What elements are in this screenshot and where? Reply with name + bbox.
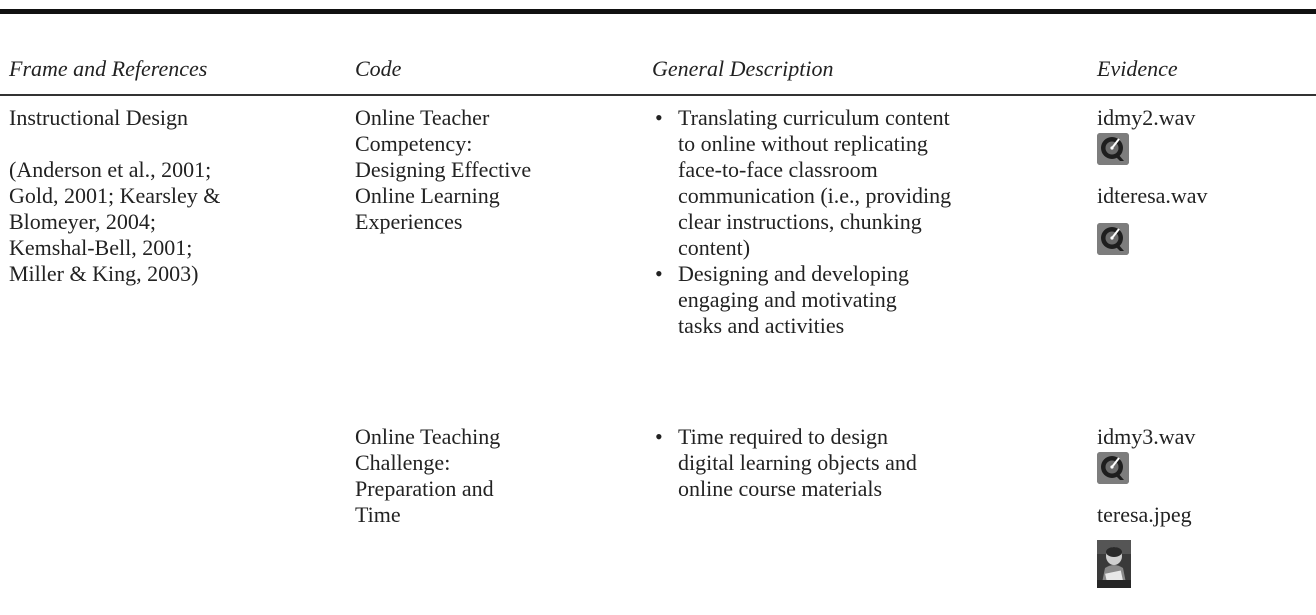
bullet-dot-icon: • xyxy=(655,105,663,130)
quicktime-glyph-icon xyxy=(1097,452,1129,484)
header-general-description: General Description xyxy=(652,56,834,81)
header-evidence: Evidence xyxy=(1097,56,1178,81)
evidence-file-link[interactable]: idmy2.wav xyxy=(1097,105,1196,130)
code-cell: Online Teacher Competency: Designing Eff… xyxy=(355,105,531,235)
evidence-file-link[interactable]: idmy3.wav xyxy=(1097,424,1196,449)
quicktime-glyph-icon xyxy=(1097,133,1129,165)
bullet-line: face-to-face classroom xyxy=(678,157,878,182)
frame-reference-line: Blomeyer, 2004; xyxy=(9,209,156,234)
photo-thumbnail[interactable] xyxy=(1097,540,1131,588)
description-cell: • Translating curriculum content to onli… xyxy=(652,105,951,339)
description-cell: • Time required to design digital learni… xyxy=(652,424,917,502)
quicktime-audio-icon[interactable] xyxy=(1097,452,1129,484)
code-line: Designing Effective xyxy=(355,157,532,182)
bullet-line: Time required to design xyxy=(678,424,888,449)
code-line: Time xyxy=(355,502,401,527)
frame-reference-line: Kemshal-Bell, 2001; xyxy=(9,235,193,260)
bullet-line: engaging and motivating xyxy=(678,287,897,312)
quicktime-audio-icon[interactable] xyxy=(1097,223,1129,255)
bullet-line: communication (i.e., providing xyxy=(678,183,952,208)
quicktime-glyph-icon xyxy=(1097,223,1129,255)
evidence-file-link[interactable]: teresa.jpeg xyxy=(1097,502,1192,527)
bullet-line: to online without replicating xyxy=(678,131,928,156)
frame-reference-line: Miller & King, 2003) xyxy=(9,261,199,286)
header-code: Code xyxy=(355,56,402,81)
bullet-line: clear instructions, chunking xyxy=(678,209,922,234)
code-line: Preparation and xyxy=(355,476,494,501)
bullet-dot-icon: • xyxy=(655,261,663,286)
description-bullet: • Time required to design digital learni… xyxy=(652,424,917,502)
bullet-line: content) xyxy=(678,235,751,260)
bullet-dot-icon: • xyxy=(655,424,663,449)
bullet-line: digital learning objects and xyxy=(678,450,917,475)
code-line: Online Teacher xyxy=(355,105,490,130)
table-top-rule xyxy=(0,9,1316,14)
code-cell: Online Teaching Challenge: Preparation a… xyxy=(355,424,500,528)
code-line: Challenge: xyxy=(355,450,451,475)
bullet-line: online course materials xyxy=(678,476,883,501)
photo-thumbnail-icon xyxy=(1097,540,1131,588)
description-bullet: • Designing and developing engaging and … xyxy=(652,261,951,339)
bullet-line: tasks and activities xyxy=(678,313,845,338)
frame-reference-line: Gold, 2001; Kearsley & xyxy=(9,183,221,208)
code-line: Online Learning xyxy=(355,183,500,208)
code-line: Experiences xyxy=(355,209,463,234)
evidence-file-link[interactable]: idteresa.wav xyxy=(1097,183,1208,208)
frame-cell: Instructional Design (Anderson et al., 2… xyxy=(9,105,220,287)
header-frame-and-references: Frame and References xyxy=(9,56,208,81)
code-line: Online Teaching xyxy=(355,424,501,449)
bullet-line: Translating curriculum content xyxy=(678,105,950,130)
frame-reference-line: (Anderson et al., 2001; xyxy=(9,157,212,182)
code-line: Competency: xyxy=(355,131,473,156)
bullet-line: Designing and developing xyxy=(678,261,909,286)
frame-title: Instructional Design xyxy=(9,105,189,130)
description-bullet: • Translating curriculum content to onli… xyxy=(652,105,951,261)
header-rule xyxy=(0,94,1316,96)
quicktime-audio-icon[interactable] xyxy=(1097,133,1129,165)
